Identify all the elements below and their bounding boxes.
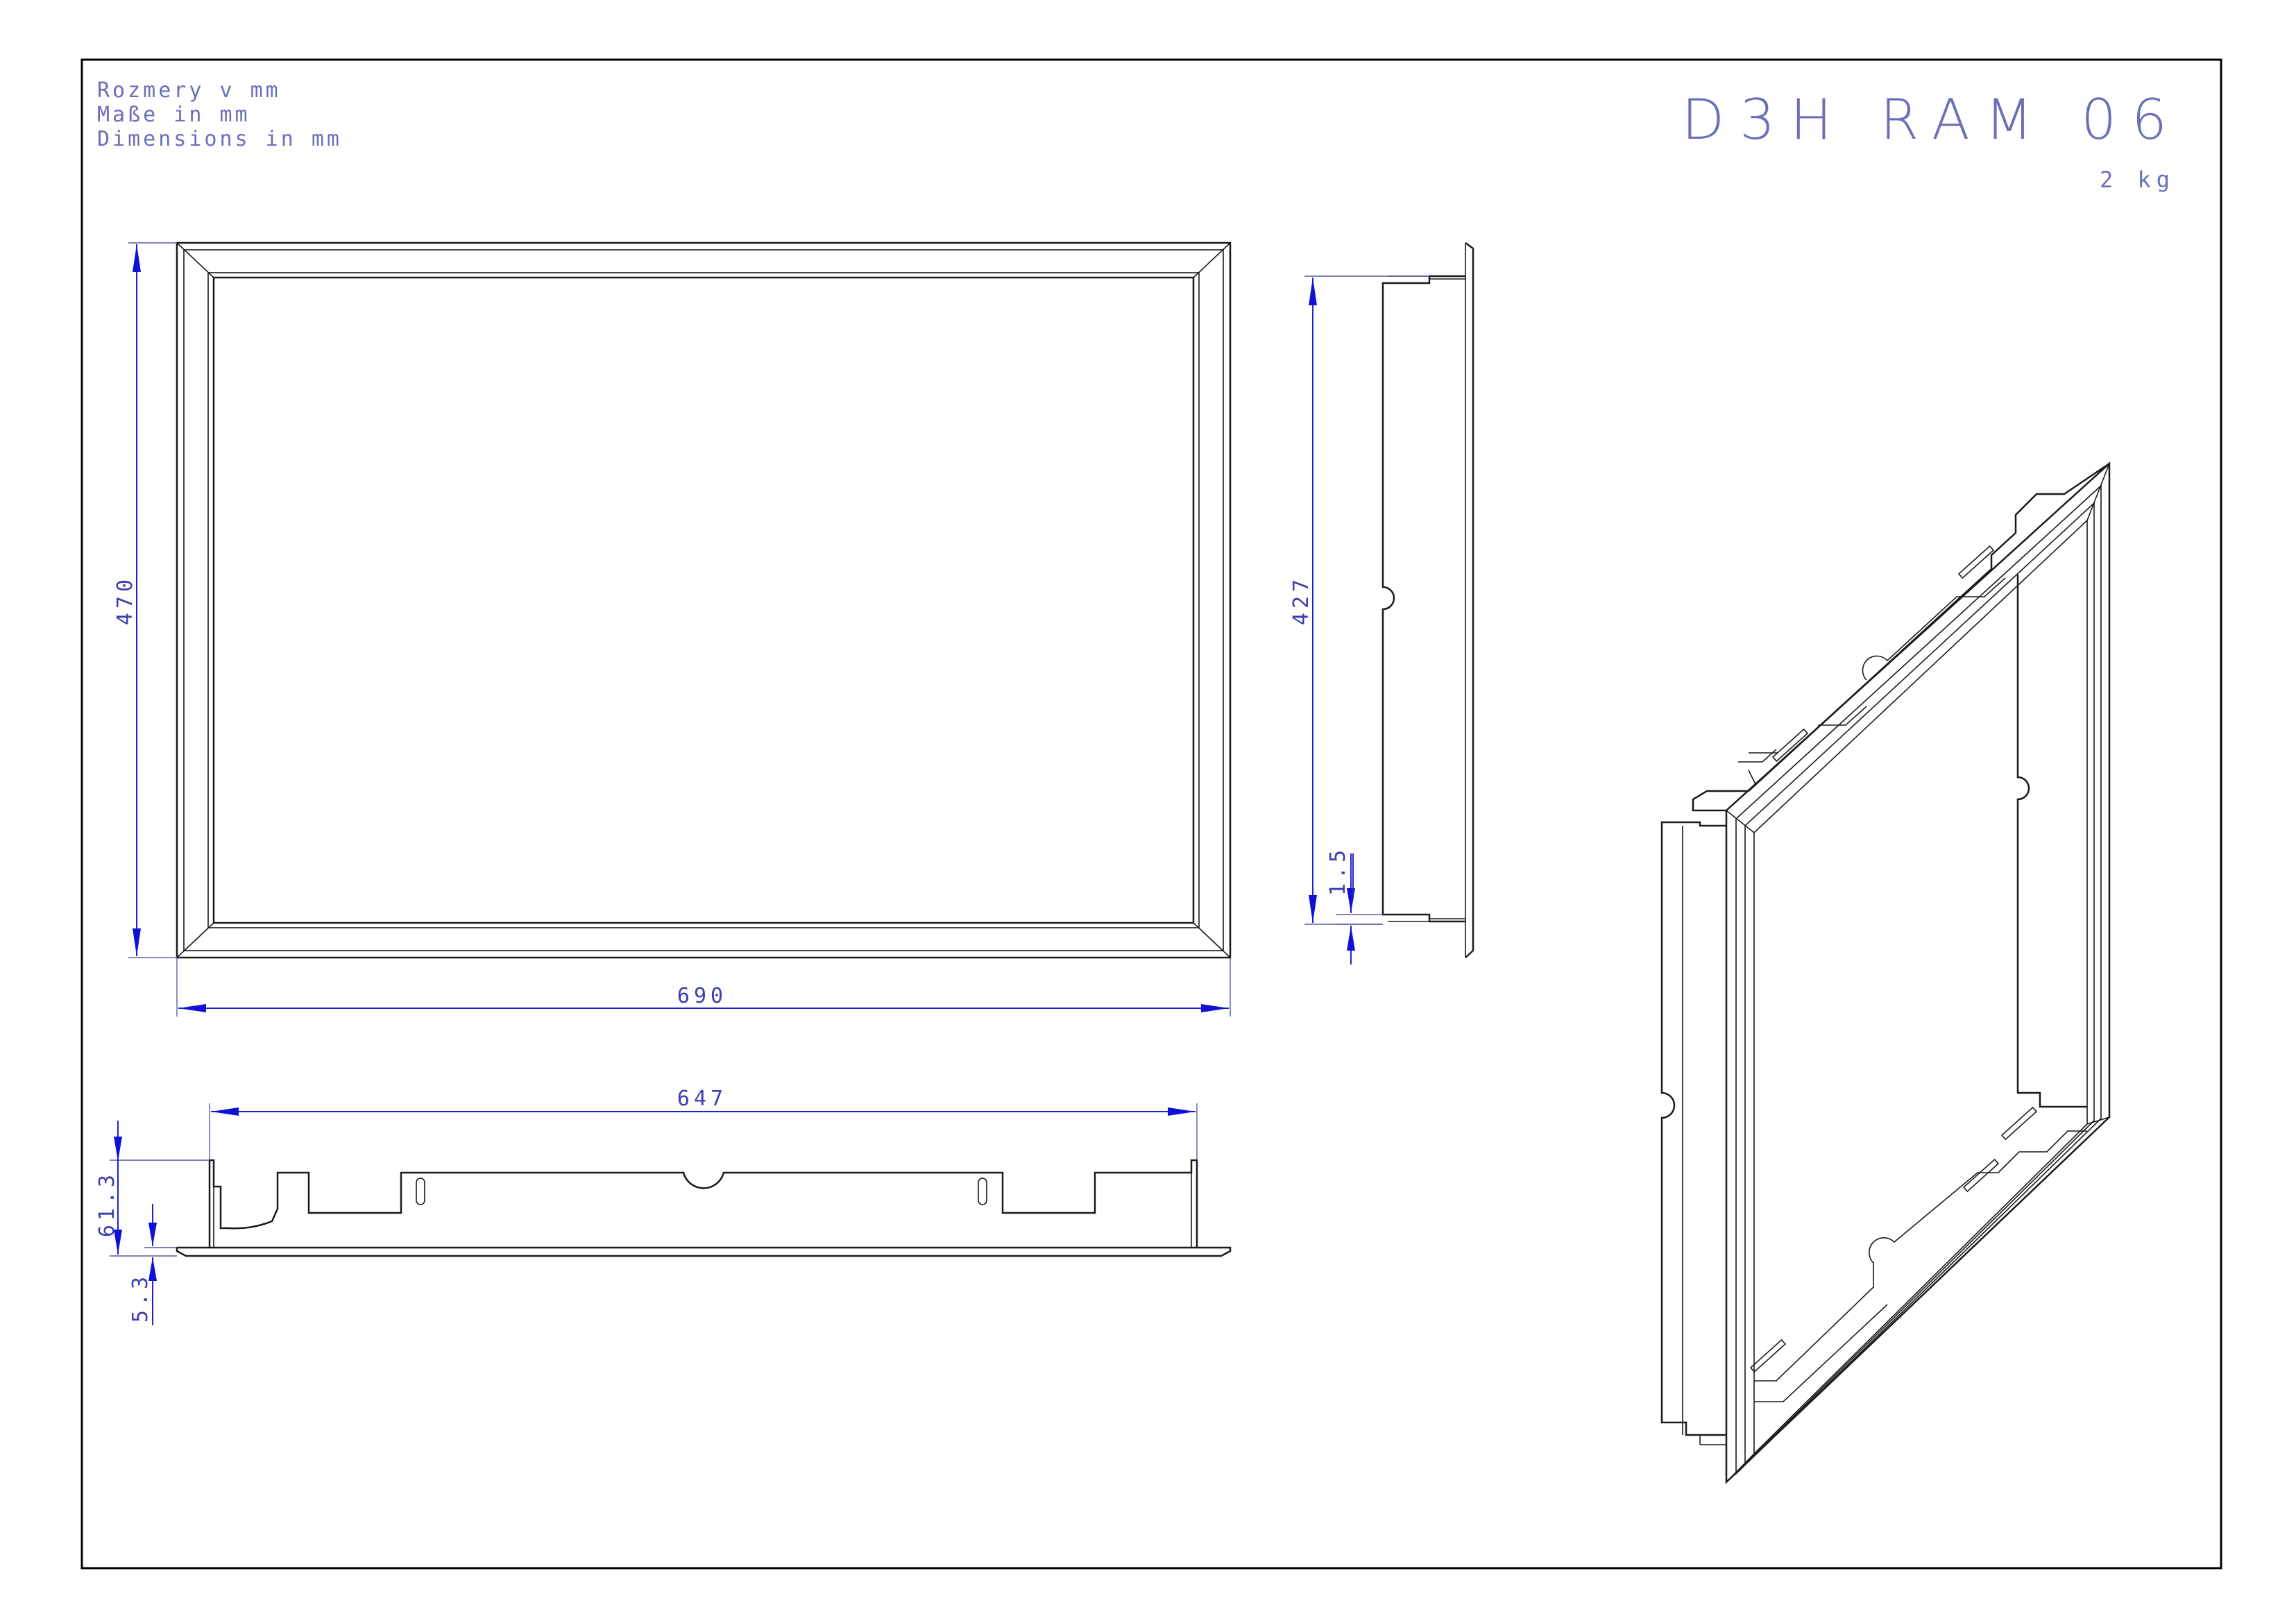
drawing-weight: 2 kg — [2100, 167, 2175, 193]
side-view — [1381, 241, 1474, 958]
front-view — [176, 241, 1232, 959]
dimension-front-height-label: 470 — [113, 575, 137, 625]
top-view — [176, 1159, 1232, 1257]
dimension-front-width-label: 690 — [677, 984, 727, 1008]
dimension-top-width-label: 647 — [677, 1087, 727, 1111]
drawing-title: D3H RAM 06 — [1682, 87, 2182, 152]
dimension-top-flange — [144, 1204, 177, 1325]
dimension-side-height-label: 427 — [1289, 575, 1313, 625]
note-units-sk: Rozmery v mm — [97, 78, 281, 103]
dimension-side-offset-label: 1.5 — [1326, 846, 1350, 896]
dimension-top-depth-label: 61.3 — [95, 1171, 119, 1237]
note-units-en: Dimensions in mm — [97, 127, 342, 151]
dimension-front-width — [176, 958, 1231, 1017]
dimension-side-offset — [1336, 853, 1383, 965]
sheet-border — [80, 58, 2222, 1570]
dimension-top-width — [209, 1103, 1198, 1160]
note-units-de: Maße in mm — [97, 103, 250, 127]
dimension-top-depth — [110, 1121, 210, 1257]
dimension-top-flange-label: 5.3 — [128, 1273, 153, 1323]
dimension-front-height — [128, 242, 177, 958]
dimension-side-height — [1304, 275, 1429, 925]
isometric-view — [1660, 461, 2111, 1484]
